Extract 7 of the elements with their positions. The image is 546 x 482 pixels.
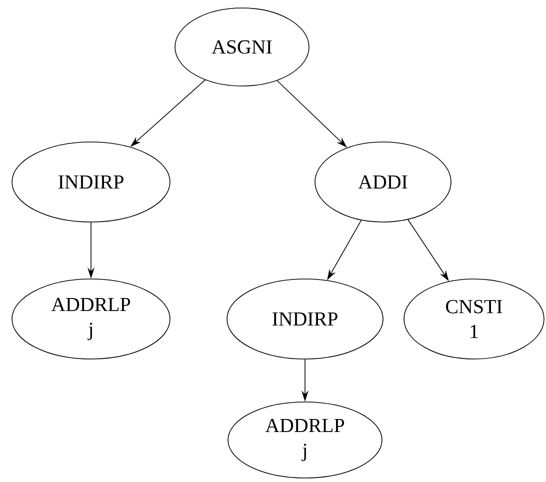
ellipse-node: INDIRP [12,142,170,222]
ellipse-node: ADDI [314,142,452,222]
ellipse-node: INDIRP [226,278,384,360]
ellipse-node: ADDRLP j [228,402,382,478]
ellipse-node: ADDRLP j [12,278,170,360]
ellipse-node: ASGNI [174,8,310,86]
ellipse-node: CNSTI 1 [404,278,544,360]
